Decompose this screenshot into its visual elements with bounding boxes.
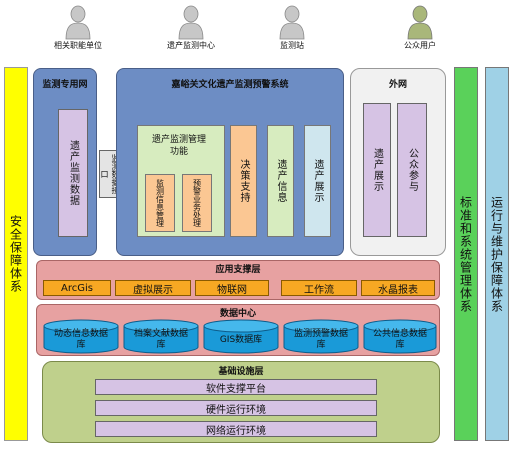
infrastructure-title: 基础设施层	[218, 367, 264, 377]
function-title: 遗产监测管理功能	[151, 135, 206, 157]
extranet-display-box: 遗产展示	[363, 103, 391, 237]
database-icon	[43, 319, 119, 354]
standards-system-label: 标准和系统管理体系	[458, 195, 473, 313]
database-icon	[123, 319, 199, 354]
infrastructure-layer: 基础设施层 软件支撑平台 硬件运行环境 网络运行环境	[42, 361, 440, 443]
user-label: 监测站	[280, 41, 304, 50]
network-env-box: 网络运行环境	[95, 421, 377, 437]
decision-support-box: 决策支持	[230, 125, 257, 237]
operations-system-label: 运行与维护保障体系	[489, 195, 504, 313]
security-system-label: 安全保障体系	[8, 215, 23, 293]
user-monitor-center: 遗产监测中心	[163, 4, 219, 51]
user-public: 公众用户	[392, 4, 448, 51]
heritage-data-box: 遗产监测数据	[58, 109, 88, 237]
database-dynamic-info: 动态信息数据库	[43, 319, 119, 355]
app-item-reports: 水晶报表	[361, 280, 435, 296]
extranet-panel: 外网 遗产展示 公众参与	[350, 68, 446, 256]
database-gis: GIS数据库	[203, 319, 279, 355]
main-system-title: 嘉峪关文化遗产监测预警系统	[171, 80, 289, 90]
monitoring-network-panel: 监测专用网 遗产监测数据	[33, 68, 97, 256]
operations-system-bar: 运行与维护保障体系	[485, 67, 509, 441]
security-system-bar: 安全保障体系	[4, 67, 28, 441]
database-icon	[203, 319, 279, 354]
app-item-iot: 物联网	[195, 280, 269, 296]
public-participation-box: 公众参与	[397, 103, 427, 237]
monitor-info-mgmt: 监测信息管理	[145, 174, 175, 232]
hardware-env-box: 硬件运行环境	[95, 400, 377, 416]
database-icon	[283, 319, 359, 354]
app-item-virtual: 虚拟展示	[115, 280, 191, 296]
user-label: 相关职能单位	[54, 41, 102, 50]
user-monitor-station: 监测站	[264, 4, 320, 51]
database-public-info: 公共信息数据库	[363, 319, 437, 355]
user-label: 公众用户	[404, 41, 436, 50]
person-icon	[279, 5, 305, 40]
user-related-units: 相关职能单位	[50, 4, 106, 51]
database-archives: 档案文献数据库	[123, 319, 199, 355]
alert-processing: 预警业务处理	[182, 174, 212, 232]
app-support-title: 应用支撑层	[215, 265, 261, 275]
function-box: 遗产监测管理功能 监测信息管理 预警业务处理	[137, 125, 225, 237]
main-system-panel: 嘉峪关文化遗产监测预警系统 遗产监测管理功能 监测信息管理 预警业务处理 决策支…	[116, 68, 344, 256]
person-icon	[407, 5, 433, 40]
app-item-workflow: 工作流	[281, 280, 357, 296]
app-support-layer: 应用支撑层 ArcGis 虚拟展示 物联网 工作流 水晶报表	[36, 260, 440, 300]
database-monitoring-alert: 监测预警数据库	[283, 319, 359, 355]
standards-system-bar: 标准和系统管理体系	[454, 67, 478, 441]
app-item-arcgis: ArcGis	[43, 280, 111, 296]
data-center-layer: 数据中心 动态信息数据库 档案文献数据库 GIS数据库 监测预警数据库	[36, 304, 440, 356]
person-icon	[65, 5, 91, 40]
heritage-info-box: 遗产信息	[267, 125, 294, 237]
software-platform-box: 软件支撑平台	[95, 379, 377, 395]
extranet-title: 外网	[388, 80, 407, 90]
monitoring-network-title: 监测专用网	[42, 80, 88, 90]
database-icon	[363, 319, 437, 354]
heritage-display-box: 遗产展示	[304, 125, 331, 237]
person-icon	[178, 5, 204, 40]
data-center-title: 数据中心	[219, 309, 256, 319]
user-label: 遗产监测中心	[167, 41, 215, 50]
